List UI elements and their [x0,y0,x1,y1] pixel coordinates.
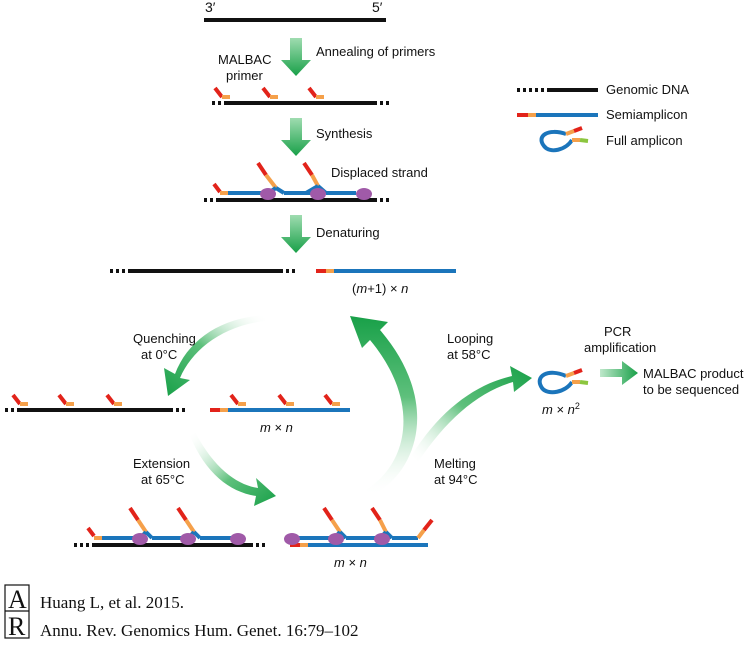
synthesis-complex [212,161,372,200]
step-arrow-denaturing [281,215,311,253]
displaced-strand-label: Displaced strand [331,165,428,180]
polymerase [132,533,148,545]
extension-complex-right [284,506,434,547]
primer-label-line1: MALBAC [218,52,271,67]
pcr-arrow [600,361,638,385]
extension-label-2: at 65°C [141,472,185,487]
primer-mark [57,393,76,406]
citation-line-2: Annu. Rev. Genomics Hum. Genet. 16:79–10… [40,621,359,640]
primer-label-line2: primer [226,68,264,83]
annealing-label: Annealing of primers [316,44,436,59]
strand-5prime-label: 5′ [372,0,383,15]
cycle-arrow-looping [412,366,532,462]
primer-mark [323,393,342,406]
polymerase [230,533,246,545]
polymerase [180,533,196,545]
count-m-plus-1-n: (m+1) × n [352,281,408,296]
primer-mark [277,393,296,406]
strand-3prime-label: 3′ [205,0,216,15]
pcr-label-2: amplification [584,340,656,355]
primer-mark [229,393,248,406]
looping-label-2: at 58°C [447,347,491,362]
cycle-arrow-quenching [164,315,265,396]
step-arrow-annealing [281,38,311,76]
legend-semi-label: Semiamplicon [606,107,688,122]
product-label-1: MALBAC product [643,366,744,381]
product-label-2: to be sequenced [643,382,739,397]
pcr-label-1: PCR [604,324,631,339]
count-mn-quenched: m × n [260,420,293,435]
legend-genomic-label: Genomic DNA [606,82,689,97]
legend-full-label: Full amplicon [606,133,683,148]
denaturing-label: Denaturing [316,225,380,240]
melting-label-1: Melting [434,456,476,471]
quenching-label-1: Quenching [133,331,196,346]
primer-mark [105,393,124,406]
polymerase [356,188,372,200]
polymerase [284,533,300,545]
polymerase [310,188,326,200]
count-mn2: m × n2 [542,401,580,417]
polymerase [374,533,390,545]
legend: Genomic DNA Semiamplicon Full amplicon [517,82,689,153]
looping-label-1: Looping [447,331,493,346]
primer-mark [307,86,326,99]
citation-line-1: Huang L, et al. 2015. [40,593,184,612]
polymerase [328,533,344,545]
primer-mark [213,86,232,99]
logo-letter-a: A [8,585,27,614]
polymerase [260,188,276,200]
primer-mark [261,86,280,99]
annual-reviews-logo: A R [4,584,30,641]
synthesis-label: Synthesis [316,126,373,141]
logo-letter-r: R [8,612,26,641]
step-arrow-synthesis [281,118,311,156]
primer-mark [11,393,30,406]
melting-label-2: at 94°C [434,472,478,487]
full-amplicon [537,368,589,395]
cycle-arrow-melting [350,316,418,496]
legend-full-amplicon-icon [539,126,589,153]
count-mn-extension: m × n [334,555,367,570]
quenching-label-2: at 0°C [141,347,177,362]
extension-label-1: Extension [133,456,190,471]
extension-complex-left [86,506,246,545]
cycle-arrow-extension [190,432,276,506]
